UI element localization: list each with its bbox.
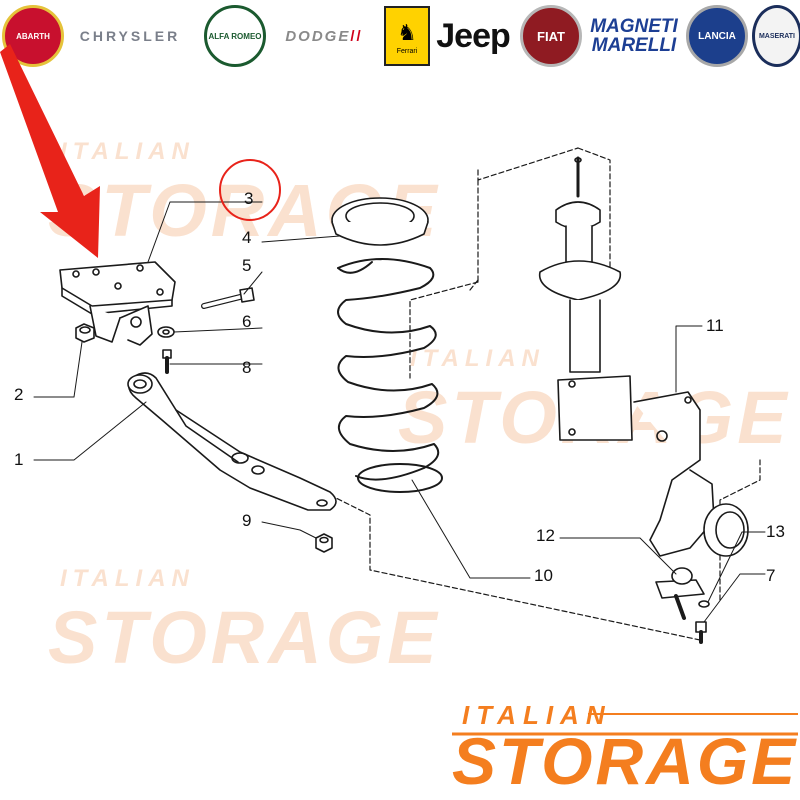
control-arm-part-1 <box>127 372 337 511</box>
part-label-5: 5 <box>242 256 252 275</box>
brand-storage-text: STORAGE <box>452 724 799 798</box>
watermark-italian-middle: ITALIAN <box>410 345 545 372</box>
callout-leader-lines <box>33 201 766 623</box>
part-label-6: 6 <box>242 312 252 331</box>
part-label-4: 4 <box>242 228 252 247</box>
part-label-10: 10 <box>534 566 553 585</box>
bolt-part-8 <box>162 349 172 374</box>
nut-part-2 <box>75 323 95 343</box>
chrysler-logo: CHRYSLER <box>79 28 181 44</box>
part-label-1: 1 <box>14 450 24 469</box>
watermark-italian-top: ITALIAN <box>60 138 195 165</box>
coil-spring-part-10 <box>337 258 443 493</box>
assembly-guide-lines <box>329 147 761 641</box>
spring-seat-part-4 <box>331 197 429 246</box>
part-label-11: 11 <box>706 316 724 335</box>
brand-logo-strip: ABARTH CHRYSLER ALFA ROMEO DODGE// ♞ Fer… <box>0 0 800 72</box>
bolt-part-7 <box>695 621 707 644</box>
highlight-arrow <box>0 44 100 258</box>
washer-part-13 <box>698 600 710 608</box>
part-label-8: 8 <box>242 358 252 377</box>
nut-part-9 <box>315 533 333 553</box>
ball-joint-part-12 <box>655 567 705 620</box>
ferrari-logo: ♞ Ferrari <box>384 6 430 66</box>
part-label-13: 13 <box>766 522 785 541</box>
part-label-3: 3 <box>244 189 254 208</box>
dodge-logo: DODGE// <box>285 27 363 45</box>
highlight-circle <box>219 159 281 221</box>
magneti-marelli-logo: MAGNETI MARELLI <box>590 16 678 56</box>
lancia-logo: LANCIA <box>686 5 748 67</box>
prancing-horse-icon: ♞ <box>397 19 417 45</box>
jeep-logo: Jeep <box>436 16 510 55</box>
shock-absorber-part-11 <box>538 156 633 441</box>
part-label-9: 9 <box>242 511 252 530</box>
fiat-logo: FIAT <box>520 5 582 67</box>
steering-knuckle <box>633 391 749 557</box>
mounting-bracket-part-3 <box>59 261 176 346</box>
alfa-romeo-logo: ALFA ROMEO <box>204 5 266 67</box>
brand-italian-text: ITALIAN <box>462 700 612 730</box>
maserati-logo: MASERATI <box>752 5 800 67</box>
part-label-2: 2 <box>14 385 24 404</box>
part-label-7: 7 <box>766 566 776 585</box>
watermark-italian-bottom: ITALIAN <box>60 565 195 592</box>
watermark-storage-bottom: STORAGE <box>48 596 441 679</box>
part-label-12: 12 <box>536 526 555 545</box>
